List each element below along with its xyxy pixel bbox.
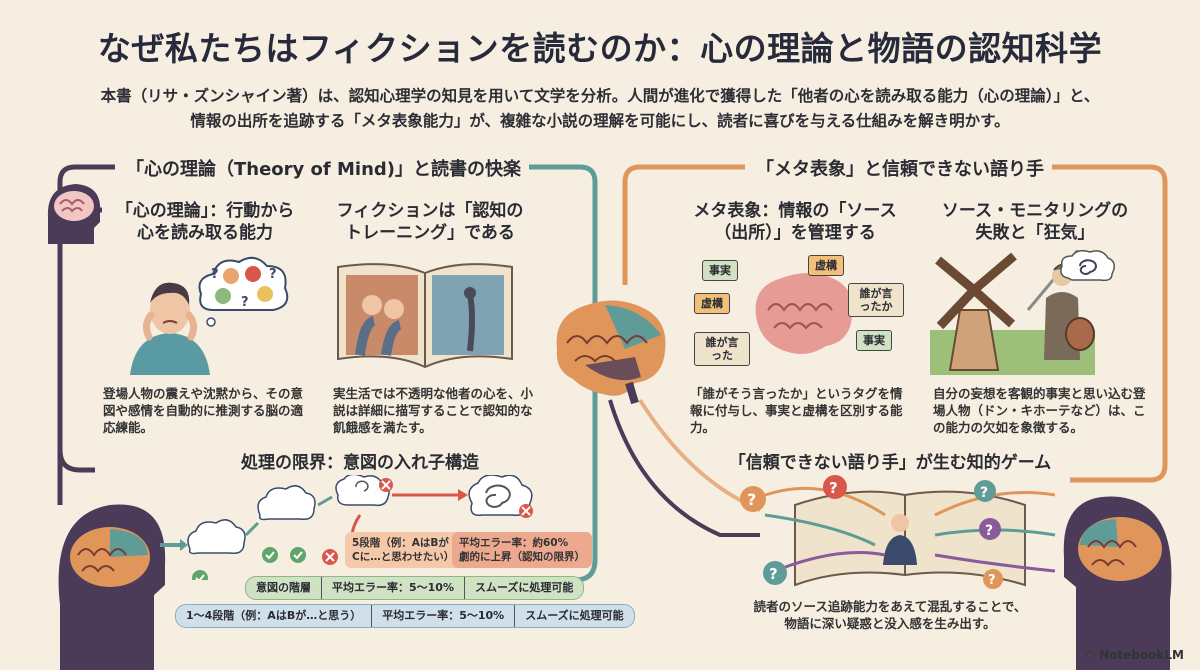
worried-person-illustration <box>130 282 210 375</box>
tom-panel-title: 「心の理論」：行動から 心を読み取る能力 <box>115 201 295 243</box>
svg-text:?: ? <box>769 565 778 583</box>
windmill-knight-illustration <box>930 250 1095 375</box>
fiction-training-panel-title: フィクションは「認知の トレーニング」である <box>336 201 524 243</box>
fiction-training-panel-description: 実生活では不透明な他者の心を、小 説は詳細に描写することで認知的な 飢餓感を満た… <box>333 386 534 435</box>
intro-line-2: 情報の出所を追跡する「メタ表象能力」が、複雑な小説の理解を可能にし、読者に喜びを… <box>190 112 1010 130</box>
tag-fact-2: 事実 <box>856 330 892 351</box>
left-section-title: 「心の理論（Theory of Mind)」と読書の快楽 <box>118 155 530 181</box>
one-to-four-level-row: 1〜4段階（例：AはBが…と思う） 平均エラー率：5〜10% スムーズに処理可能 <box>175 604 635 628</box>
svg-text:?: ? <box>988 573 996 588</box>
unreliable-narrator-diagram: ? ? ? ? ? ? <box>740 475 1056 589</box>
thought-cloud-emotions-icon: ? ? ? <box>198 256 289 327</box>
nested-intentions-diagram <box>160 475 533 580</box>
brain-head-icon <box>47 184 101 244</box>
tag-who-said-2: 誰が言った <box>694 332 750 366</box>
metarep-panel-title: メタ表象：情報の「ソース （出所）」を管理する <box>693 201 897 243</box>
source-monitoring-panel-description: 自分の妄想を客観的事実と思い込む登 場人物（ドン・キホーテなど）は、こ の能力の… <box>933 386 1146 435</box>
tag-who-said-1: 誰が言ったか <box>848 283 904 317</box>
intro-text: 本書（リサ・ズンシャイン著）は、認知心理学の知見を用いて文学を分析。人間が進化で… <box>60 84 1140 134</box>
notebook-logo-icon: ◠ <box>1085 648 1100 662</box>
error-rate-box: 平均エラー率：約60% 劇的に上昇（認知の限界） <box>452 532 592 568</box>
notebooklm-logo: ◠ NotebookLM <box>1086 648 1184 662</box>
svg-text:?: ? <box>985 523 993 539</box>
unreliable-narrator-game-title: 「信頼できない語り手」が生む知的ゲーム <box>728 453 1052 473</box>
tagged-brain-illustration <box>755 273 853 354</box>
tag-fiction-2: 虚構 <box>694 293 730 314</box>
source-monitoring-panel-title: ソース・モニタリングの 失敗と「狂気」 <box>941 201 1129 243</box>
nested-intentions-title: 処理の限界：意図の入れ子構造 <box>241 453 479 473</box>
brand-label: NotebookLM <box>1099 648 1184 662</box>
open-book-illustration <box>337 263 513 369</box>
unreliable-narrator-game-description: 読者のソース追跡能力をあえて混乱することで、 物語に深い疑惑と没入感を生み出す。 <box>753 599 1027 631</box>
page-title: なぜ私たちはフィクションを読むのか：心の理論と物語の認知科学 <box>97 29 1103 68</box>
svg-text:?: ? <box>269 267 277 282</box>
right-head-brain-icon <box>1063 496 1172 670</box>
central-brain-icon <box>556 300 666 405</box>
swirl-cloud-icon <box>1060 249 1115 282</box>
intro-line-1: 本書（リサ・ズンシャイン著）は、認知心理学の知見を用いて文学を分析。人間が進化で… <box>100 87 1100 105</box>
left-head-brain-icon <box>58 504 166 670</box>
svg-text:?: ? <box>747 490 756 509</box>
metarep-panel-description: 「誰がそう言ったか」というタグを情 報に付与し、事実と虚構を区別する能 力。 <box>690 386 903 435</box>
intention-level-row: 意図の階層 平均エラー率：5〜10% スムーズに処理可能 <box>245 576 585 600</box>
svg-text:?: ? <box>980 485 988 501</box>
tag-fiction-1: 虚構 <box>808 255 844 276</box>
right-section-title: 「メタ表象」と信頼できない語り手 <box>748 155 1052 181</box>
tom-panel-description: 登場人物の震えや沈黙から、その意 図や感情を自動的に推測する脳の適 応練能。 <box>103 386 304 435</box>
five-level-box: 5段階（例：AはBが Cに…と思わせたい） <box>345 532 462 568</box>
svg-text:?: ? <box>829 479 838 497</box>
svg-text:?: ? <box>241 295 249 310</box>
svg-text:?: ? <box>211 267 219 282</box>
tag-fact-1: 事実 <box>702 260 738 281</box>
